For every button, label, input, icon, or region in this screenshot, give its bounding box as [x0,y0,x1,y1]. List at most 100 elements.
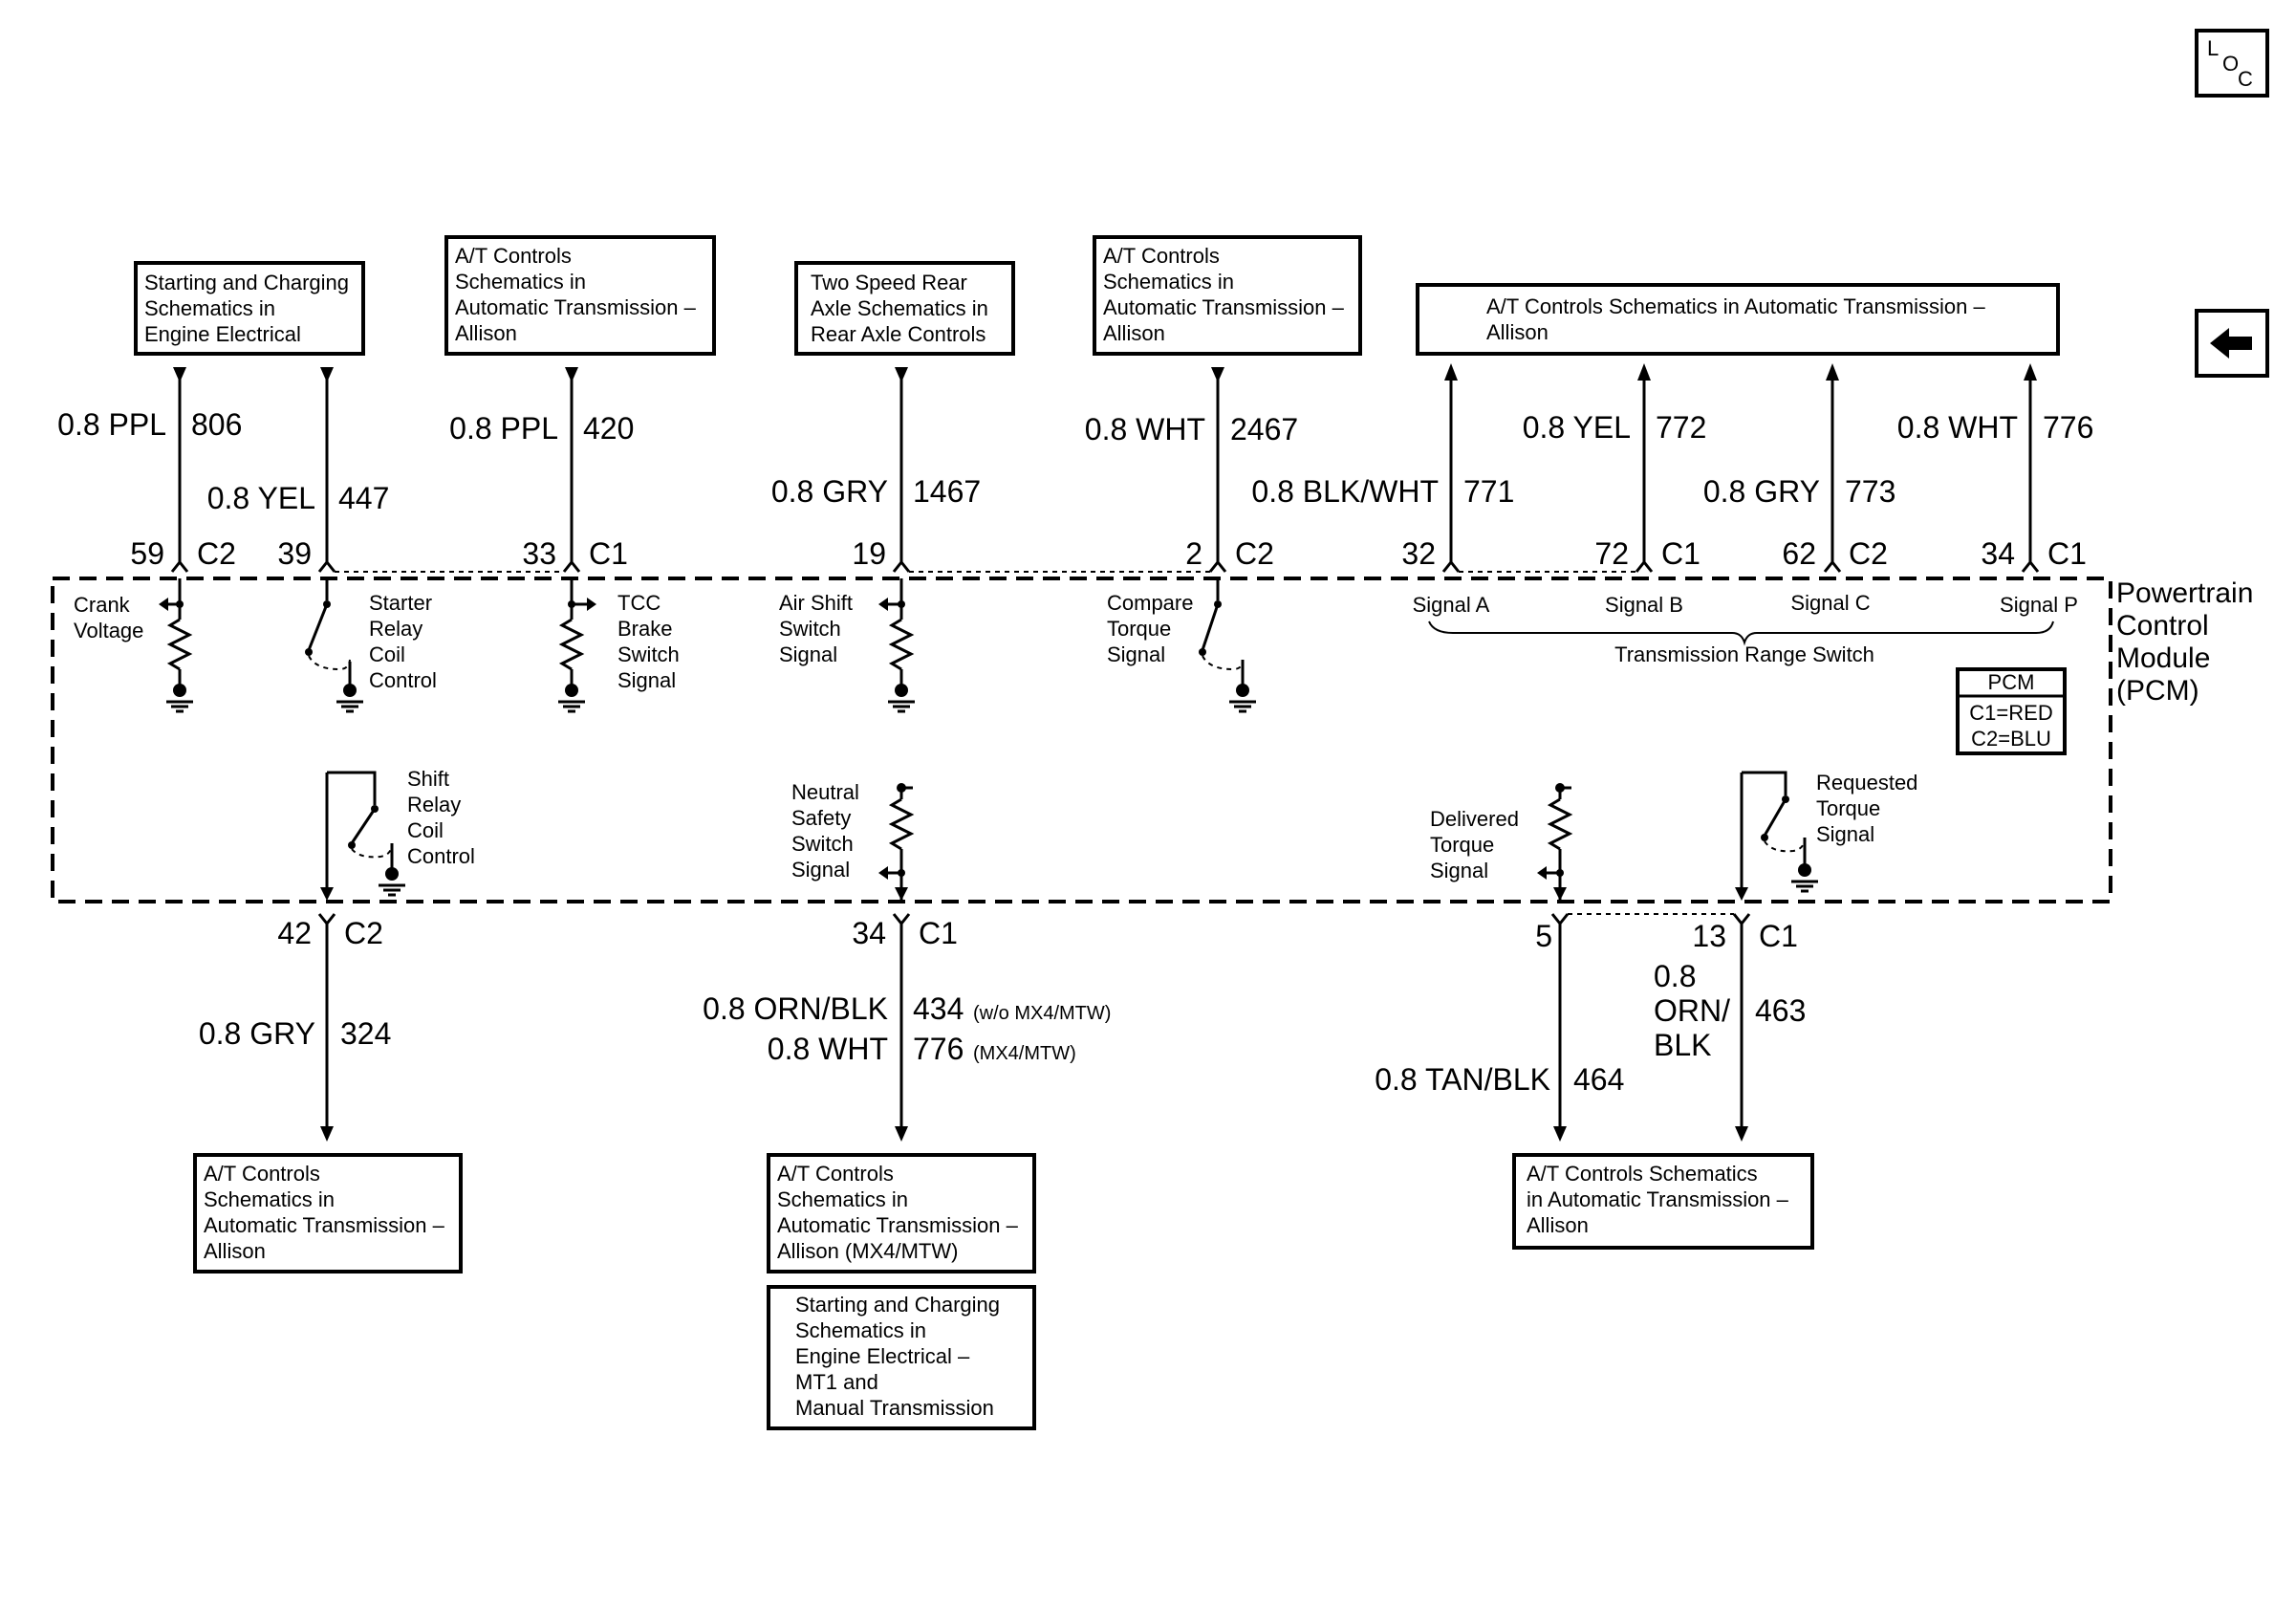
pcm-legend-title: PCM [1988,670,2035,694]
wire-463: 13 C1 0.8 ORN/ BLK 463 [1654,913,1806,1142]
signal-label: Signal [617,668,676,692]
pin-number: 34 [852,916,886,950]
wire-circuit: 2467 [1230,412,1298,446]
wire-circuit: 776 [913,1032,964,1066]
ref-box-line: Allison [204,1239,266,1263]
wire-circuit: 773 [1845,474,1895,509]
ref-box-line: Schematics in [144,296,275,320]
ref-box-line: Two Speed Rear [811,271,967,294]
signal-label: Switch [791,832,854,856]
pin-number: 19 [852,536,886,571]
signal-label: Switch [617,642,680,666]
wire-773: 0.8 GRY 773 62 C2 [1703,363,1895,573]
ref-box-starting-charging-top[interactable]: Starting and Charging Schematics in Engi… [134,261,365,356]
loc-icon-c: C [2238,67,2253,91]
connector-id: C2 [197,536,236,571]
ref-box-line: Starting and Charging [795,1293,1000,1317]
signal-label: Signal P [2000,593,2078,617]
wire-447: 0.8 YEL 447 39 [207,367,389,573]
pcm-module-name: Powertrain Control Module (PCM) [2116,577,2253,707]
pcm-name-line: Module [2116,642,2210,674]
ref-box-line: A/T Controls [777,1162,894,1186]
signal-label: Requested [1816,771,1917,795]
wire-324: 42 C2 0.8 GRY 324 [199,913,391,1142]
ref-box-line: in Automatic Transmission – [1527,1187,1789,1211]
connector-id: C1 [589,536,628,571]
signal-label: Signal [1107,642,1165,666]
wire-circuit: 1467 [913,474,981,509]
wire-circuit: 447 [338,481,389,515]
wire-size-color: BLK [1654,1028,1711,1062]
ref-box-line: Schematics in [455,270,586,294]
ref-box-line: Allison [1486,320,1549,344]
wire-circuit: 806 [191,407,242,442]
pin-number: 34 [1981,536,2015,571]
pin-number: 32 [1401,536,1436,571]
wire-circuit: 772 [1656,410,1706,445]
signal-label: Signal B [1605,593,1683,617]
ref-box-at-controls-top-1[interactable]: A/T Controls Schematics in Automatic Tra… [444,235,716,356]
signal-label: Air Shift [779,591,853,615]
ref-box-line: Axle Schematics in [811,296,988,320]
requested-torque-switch: Requested Torque Signal [1735,771,1917,901]
ref-box-line: Allison [1527,1213,1589,1237]
signal-label: Signal [779,642,837,666]
ref-box-line: Automatic Transmission – [455,295,697,319]
wire-circuit: 464 [1573,1062,1624,1097]
loc-icon[interactable]: L O C [2195,29,2269,98]
signal-label: TCC [617,591,661,615]
ref-box-line: A/T Controls Schematics in Automatic Tra… [1486,294,1985,318]
wire-circuit: 776 [2043,410,2093,445]
ref-box-at-controls-bottom-2[interactable]: A/T Controls Schematics in Automatic Tra… [767,1153,1036,1274]
ref-box-at-controls-top-3[interactable]: A/T Controls Schematics in Automatic Tra… [1416,283,2060,356]
wire-size-color: 0.8 YEL [1523,410,1631,445]
ref-box-line: A/T Controls Schematics [1527,1162,1758,1186]
signal-label: Relay [407,793,461,816]
pcm-legend: PCM C1=RED C2=BLU [1956,667,2067,755]
ref-box-line: MT1 and [795,1370,878,1394]
ref-box-at-controls-bottom-3[interactable]: A/T Controls Schematics in Automatic Tra… [1512,1153,1814,1250]
signal-label: Torque [1816,796,1880,820]
ref-box-line: A/T Controls [204,1162,320,1186]
pin-number: 72 [1594,536,1629,571]
wire-size-color: 0.8 PPL [57,407,166,442]
ref-box-line: Rear Axle Controls [811,322,986,346]
wire-note: (MX4/MTW) [973,1043,1076,1064]
pcm-legend-line: C1=RED [1969,701,2052,725]
wire-size-color: 0.8 TAN/BLK [1375,1062,1550,1097]
wire-size-color: 0.8 YEL [207,481,315,515]
wire-size-color: 0.8 WHT [1897,410,2018,445]
ref-box-at-controls-bottom-1[interactable]: A/T Controls Schematics in Automatic Tra… [193,1153,463,1274]
ref-box-line: Schematics in [795,1318,926,1342]
connector-id: C2 [1849,536,1888,571]
delivered-torque-input: Delivered Torque Signal [1430,783,1573,901]
arrow-left-icon[interactable] [2195,309,2269,378]
ref-box-rear-axle[interactable]: Two Speed Rear Axle Schematics in Rear A… [794,261,1015,356]
signal-label: Torque [1107,617,1171,641]
tcc-brake-switch-input: TCC Brake Switch Signal [556,578,680,713]
ref-box-line: Automatic Transmission – [1103,295,1345,319]
ref-box-starting-charging-bottom[interactable]: Starting and Charging Schematics in Engi… [767,1285,1036,1430]
pin-number: 59 [130,536,164,571]
ref-box-line: Schematics in [1103,270,1234,294]
connector-id: C1 [1661,536,1700,571]
ref-box-line: Engine Electrical – [795,1344,970,1368]
connector-id: C2 [1235,536,1274,571]
wire-circuit: 463 [1755,993,1806,1028]
transmission-range-switch-signals: Signal A Signal B Signal C Signal P Tran… [1413,591,2078,666]
signal-label: Crank [74,593,131,617]
wire-size-color: 0.8 WHT [768,1032,888,1066]
connector-id: C2 [344,916,383,950]
ref-box-line: A/T Controls [455,244,572,268]
wire-size-color: 0.8 [1654,959,1696,993]
signal-label: Signal C [1790,591,1870,615]
wire-size-color: 0.8 PPL [449,411,558,446]
ref-box-line: Automatic Transmission – [777,1213,1019,1237]
ref-box-at-controls-top-2[interactable]: A/T Controls Schematics in Automatic Tra… [1093,235,1362,356]
pcm-module-boundary [51,577,2112,903]
wire-circuit: 434 [913,991,964,1026]
wire-note: (w/o MX4/MTW) [973,1003,1111,1024]
signal-label: Neutral [791,780,859,804]
wire-size-color: ORN/ [1654,993,1730,1028]
signal-label: Signal [1430,859,1488,882]
